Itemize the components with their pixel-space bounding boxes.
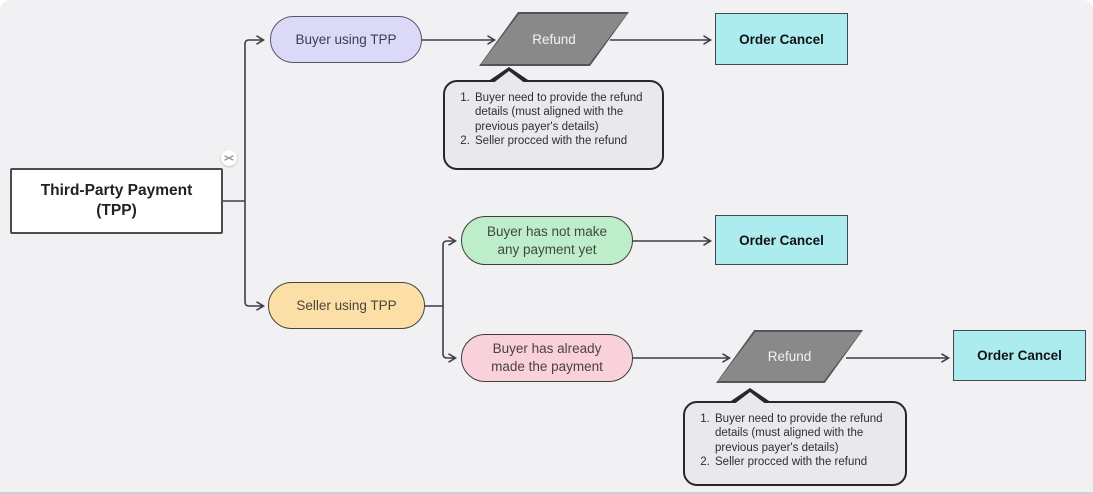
refund-note-bottom[interactable]: Buyer need to provide the refund details… <box>683 388 907 486</box>
node-label: Buyer using TPP <box>295 31 397 47</box>
node-order-cancel-bottom[interactable]: Order Cancel <box>953 330 1086 381</box>
shuffle-icon <box>224 155 234 161</box>
node-label: Order Cancel <box>739 232 824 248</box>
node-label: Seller using TPP <box>296 297 397 313</box>
node-order-cancel-mid[interactable]: Order Cancel <box>715 215 848 265</box>
node-refund-top[interactable]: Refund <box>479 12 629 66</box>
connector[interactable] <box>442 236 458 306</box>
connector-badge[interactable] <box>221 150 237 166</box>
node-refund-bottom[interactable]: Refund <box>716 330 863 383</box>
node-label: Buyer has already made the payment <box>491 341 603 374</box>
note-item: Seller procced with the refund <box>713 455 892 469</box>
node-label: Refund <box>532 31 576 47</box>
node-label: Buyer has not make any payment yet <box>486 223 608 257</box>
note-pointer <box>728 388 772 405</box>
node-label: Order Cancel <box>977 348 1062 363</box>
node-label: Third-Party Payment (TPP) <box>40 181 193 219</box>
node-buyer-using-tpp[interactable]: Buyer using TPP <box>270 16 422 63</box>
note-list: Buyer need to provide the refund details… <box>454 91 649 149</box>
note-item: Buyer need to provide the refund details… <box>473 91 649 134</box>
node-buyer-no-payment[interactable]: Buyer has not make any payment yet <box>461 216 633 265</box>
connector[interactable] <box>442 306 458 363</box>
connector[interactable] <box>244 35 266 201</box>
note-pointer <box>487 67 531 84</box>
note-item: Seller procced with the refund <box>473 134 649 148</box>
connector[interactable] <box>244 201 266 311</box>
node-label: Refund <box>767 349 812 364</box>
node-third-party-payment[interactable]: Third-Party Payment (TPP) <box>10 168 223 234</box>
note-item: Buyer need to provide the refund details… <box>713 412 892 455</box>
node-seller-using-tpp[interactable]: Seller using TPP <box>268 282 425 329</box>
node-label: Order Cancel <box>739 31 824 47</box>
refund-note-top[interactable]: Buyer need to provide the refund details… <box>443 67 664 170</box>
node-buyer-already-paid[interactable]: Buyer has already made the payment <box>461 334 633 382</box>
note-list: Buyer need to provide the refund details… <box>694 412 892 470</box>
node-order-cancel-top[interactable]: Order Cancel <box>715 13 848 65</box>
